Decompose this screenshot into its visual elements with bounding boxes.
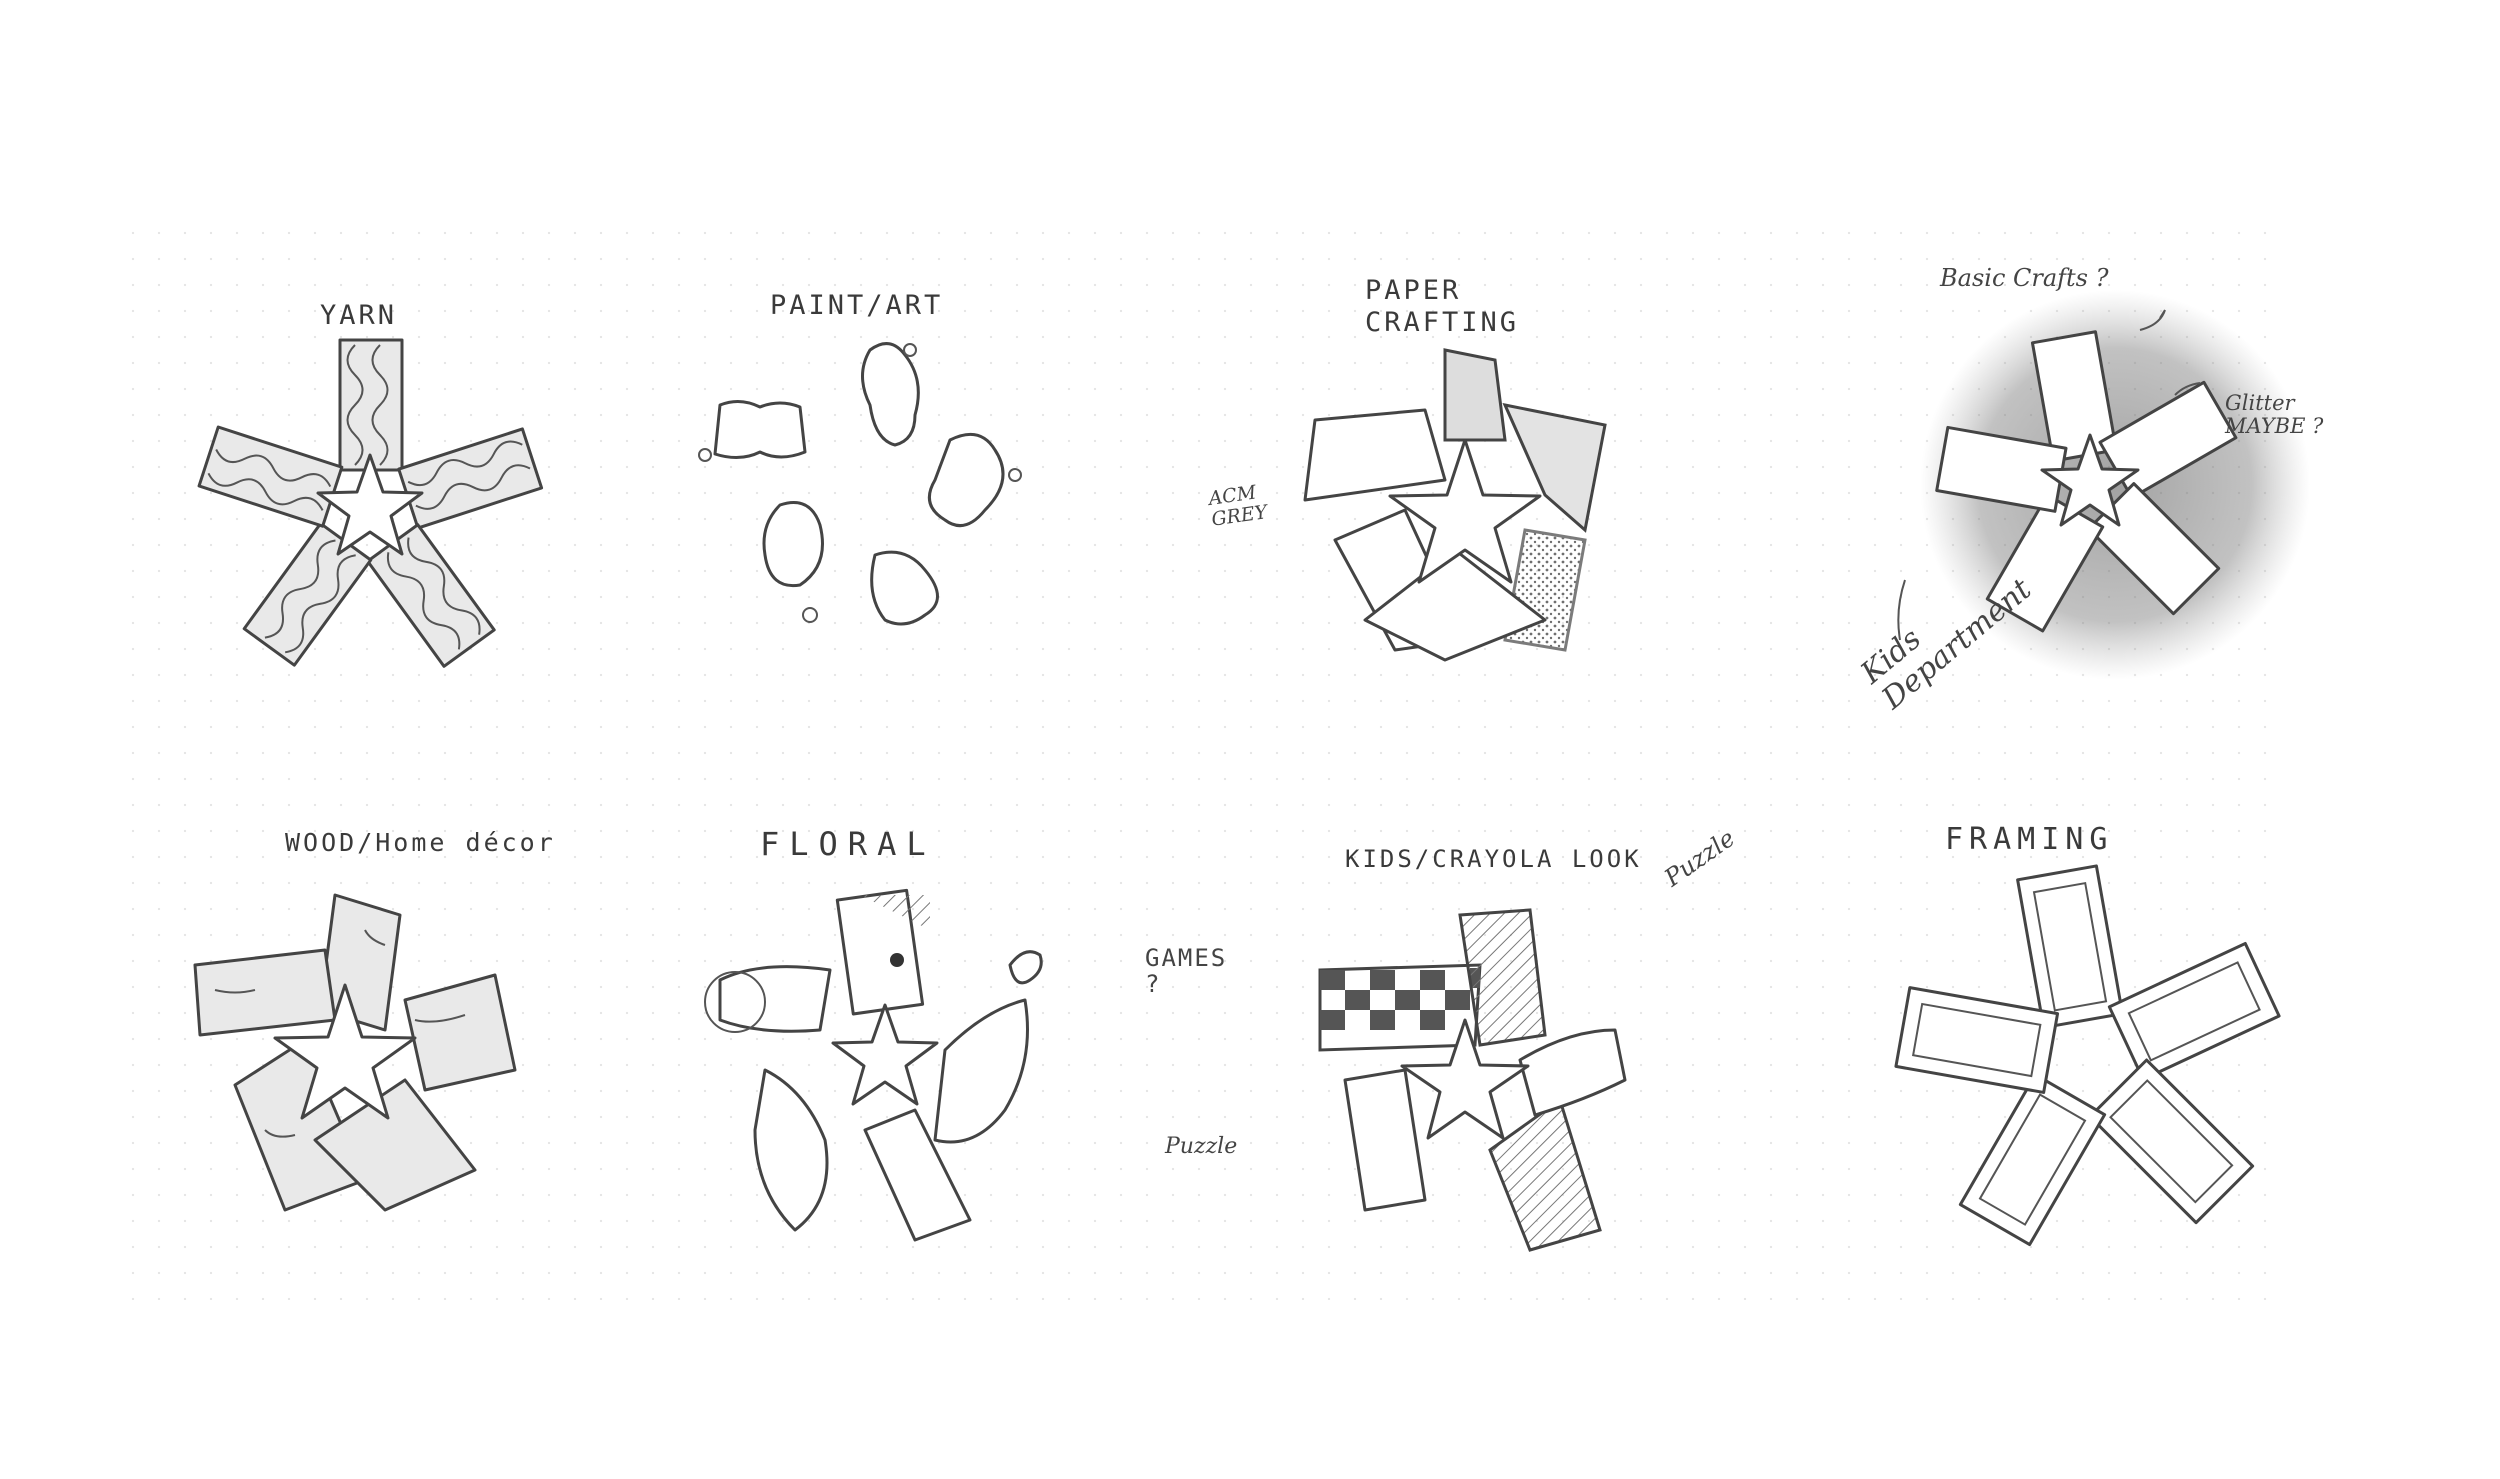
dotted-paper-background xyxy=(120,220,2280,1300)
floral-star-sketch xyxy=(704,888,1043,1242)
acm-grey-note: ACM GREY xyxy=(1207,481,1269,531)
yarn-star-sketch xyxy=(197,338,544,668)
framing-label: FRAMING xyxy=(1945,822,2114,857)
kids-star-sketch xyxy=(1318,908,1627,1252)
glitter-note: Glitter MAYBE ? xyxy=(2225,391,2324,439)
yarn-label: YARN xyxy=(320,300,398,331)
framing-star-sketch xyxy=(1894,864,2281,1247)
kids-crayola-label: KIDS/CRAYOLA LOOK xyxy=(1345,845,1642,873)
wood-star-sketch xyxy=(193,893,517,1212)
floral-label: FLORAL xyxy=(760,825,936,863)
games-note: GAMES ? xyxy=(1145,944,1228,999)
wood-home-decor-label: WOOD/Home décor xyxy=(285,828,556,857)
basic-crafts-label: Basic Crafts ? xyxy=(1940,264,2109,292)
puzzle-note-left: Puzzle xyxy=(1165,1134,1238,1159)
paint-art-label: PAINT/ART xyxy=(770,290,944,321)
paint-star-sketch xyxy=(698,342,1022,626)
glitter-star-sketch xyxy=(1897,290,2310,680)
paper-star-sketch xyxy=(1303,348,1607,662)
paper-crafting-label: PAPER CRAFTING xyxy=(1365,275,1520,339)
